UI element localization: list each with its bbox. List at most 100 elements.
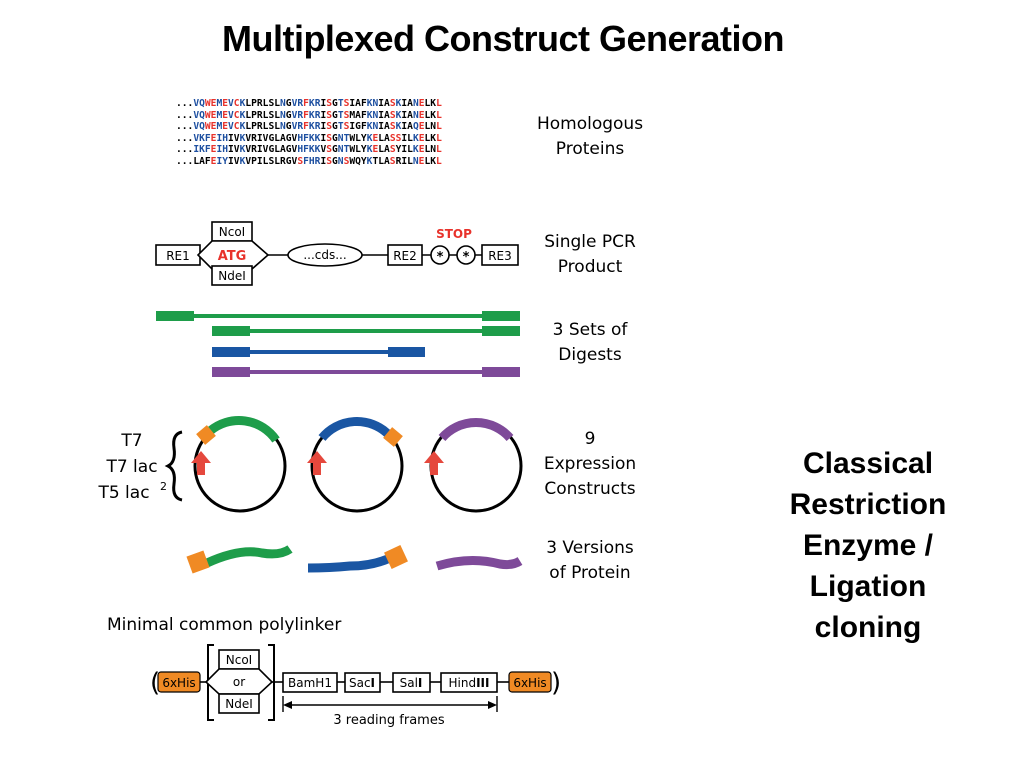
- digest-2-left-end: [212, 326, 250, 336]
- sequence-segment: VRIVGLAGV: [245, 144, 298, 156]
- promoter-t5lac-superscript: 2: [160, 480, 167, 493]
- sequence-segment: M: [216, 121, 223, 133]
- stop-star-1: [430, 245, 450, 265]
- sequence-segment: IH: [216, 144, 228, 156]
- sequence-segment: S: [343, 155, 350, 167]
- sequence-segment: G: [332, 144, 338, 156]
- sequence-segment: IA: [378, 121, 390, 133]
- sequence-segment: L: [436, 98, 442, 109]
- ndei-label: NdeI: [218, 269, 246, 283]
- sequence-segment: YIL: [395, 144, 413, 156]
- sequence-segment: KN: [366, 109, 379, 121]
- pl-ndei-label: NdeI: [225, 697, 253, 711]
- sequence-segment: IL: [401, 132, 413, 144]
- star-1-label: *: [437, 250, 444, 265]
- sequence-segment: S: [326, 98, 333, 109]
- side-caption-line2: Restriction: [789, 488, 947, 521]
- side-caption-line1: Classical: [802, 447, 934, 480]
- plasmid-2-promoter-arrow: [307, 451, 327, 475]
- sequence-segment: E: [418, 155, 425, 167]
- sequence-segment: IA: [401, 98, 413, 109]
- plasmid-1-insert: [207, 415, 280, 443]
- sequence-segment: V: [320, 144, 327, 156]
- sequence-segment: E: [372, 144, 379, 156]
- sequence-segment: S: [395, 132, 402, 144]
- his-right-label: 6xHis: [513, 676, 546, 690]
- sequence-segment: S: [326, 132, 333, 144]
- plasmid-1-promoter-arrow: [191, 451, 211, 475]
- side-caption-line3: Enzyme /: [802, 529, 934, 562]
- re3-box: [481, 244, 519, 266]
- pl-or-label: or: [233, 675, 245, 689]
- plasmid-3-insert: [438, 417, 514, 442]
- sequence-segment: T: [337, 121, 344, 133]
- sequence-segment: M: [216, 109, 223, 121]
- sequence-segment: ...: [176, 155, 194, 167]
- sequence-segment: G: [332, 109, 338, 121]
- label-homologous-line1: Homologous: [536, 114, 644, 134]
- label-constructs-line1: 9: [584, 429, 596, 449]
- sequence-segment: VKF: [193, 132, 211, 144]
- label-digests-line2: Digests: [558, 345, 622, 365]
- sequence-line: ...LAFEIYIVKVPILSLRGVSFHRISGNSWQYKTLASRI…: [176, 156, 442, 168]
- label-constructs-line2: Expression: [543, 454, 637, 474]
- sequence-segment: LN: [424, 121, 437, 133]
- sequence-segment: K: [239, 132, 246, 144]
- sequence-segment: S: [389, 155, 396, 167]
- re3-label: RE3: [488, 249, 512, 263]
- sequence-segment: VR: [291, 98, 304, 109]
- sequence-segment: IA: [378, 98, 390, 109]
- sequence-segment: S: [326, 144, 333, 156]
- sequence-segment: C: [233, 109, 240, 121]
- sequence-line: ...VQWEMEVCKLPRLSLNGVRFKRISGTSMAFKNIASKI…: [176, 110, 442, 122]
- sequence-segment: S: [389, 132, 396, 144]
- sequence-segment: VPILSLRGV: [245, 155, 298, 167]
- pl-ndei-box: [218, 693, 260, 714]
- sequence-segment: G: [332, 98, 338, 109]
- ncoi-label: NcoI: [219, 225, 245, 239]
- his-left-paren: (: [150, 668, 160, 698]
- sequence-segment: S: [326, 109, 333, 121]
- label-digests: 3 Sets of Digests: [520, 318, 660, 368]
- sequence-segment: G: [332, 121, 338, 133]
- sequence-segment: F: [303, 98, 309, 109]
- promoter-brace: [164, 430, 183, 502]
- pl-ncoi-label: NcoI: [226, 653, 252, 667]
- digest-2-right-end: [482, 326, 520, 336]
- sequence-segment: S: [297, 155, 304, 167]
- sequence-segment: N: [412, 98, 419, 109]
- sequence-segment: K: [239, 109, 246, 121]
- side-caption-line4: Ligation: [809, 570, 927, 603]
- sequence-segment: I: [320, 132, 327, 144]
- digest-bars: [156, 311, 520, 377]
- sequence-segment: E: [210, 144, 217, 156]
- sequence-segment: G: [332, 155, 338, 167]
- protein-versions: [186, 545, 523, 574]
- sequence-segment: C: [233, 98, 240, 109]
- pcr-product: [155, 221, 519, 286]
- promoter-t7lac: T7 lac: [105, 457, 157, 477]
- sequence-segment: N: [280, 98, 286, 109]
- ndei-box: [211, 265, 253, 286]
- sequence-segment: E: [372, 132, 379, 144]
- sequence-segment: L: [436, 132, 442, 144]
- sequence-segment: G: [285, 98, 292, 109]
- promoter-t7: T7: [120, 431, 142, 451]
- sequence-segment: LA: [378, 144, 390, 156]
- sequence-segment: G: [285, 109, 292, 121]
- sequence-segment: N: [412, 109, 419, 121]
- re1-label: RE1: [166, 249, 190, 263]
- sequence-segment: S: [389, 144, 396, 156]
- sequence-segment: KR: [308, 109, 321, 121]
- digest-4-left-end: [212, 367, 250, 377]
- sequence-segment: WE: [204, 109, 217, 121]
- sequence-segment: V: [228, 109, 234, 121]
- sequence-segment: KK: [308, 144, 321, 156]
- sequence-segment: IH: [216, 132, 228, 144]
- sequence-segment: K: [395, 98, 402, 109]
- sequence-segment: E: [210, 155, 217, 167]
- sequence-line: ...IKFEIHIVKVRIVGLAGVHFKKVSGNTWLYKELASYI…: [176, 144, 442, 156]
- sequence-segment: V: [228, 98, 234, 109]
- frames-arrow-right: [488, 701, 497, 709]
- digest-3-left-end: [212, 347, 250, 357]
